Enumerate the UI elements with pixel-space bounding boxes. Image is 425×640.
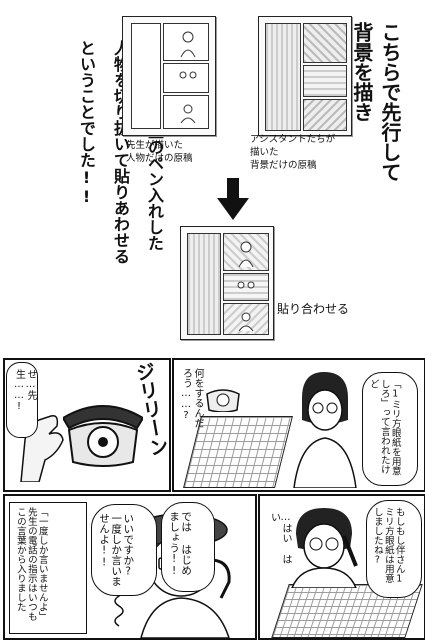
speech-sensei-1: では はじめましょう!! (168, 511, 193, 577)
narration-col-1: こちらで先行して (378, 22, 402, 182)
narration-col-2: 背景を描き (350, 22, 374, 122)
speech-bubble-sensei-2: いいですか? 一度しか言いませんよ!! (91, 504, 157, 596)
top-section: こちらで先行して 背景を描き 帰国後 先生のペン入れした 人物を切り抜いて貼りあ… (77, 16, 402, 340)
desk-phone-icon (206, 389, 240, 412)
manuscript-figures (122, 16, 216, 136)
assistant-figure-icon (293, 372, 357, 488)
left-caption: 先生が描いた 人物だけの原稿 (126, 140, 193, 164)
narration-sensei: 「一度しか言いませんよ」先生の電話の指示はいつもこの言葉から入りました (14, 507, 48, 621)
speech-bubble-desk-left: 何をするんだろう……? (178, 366, 226, 434)
speech-desk-left: 何をするんだろう……? (180, 368, 204, 428)
speech-bubble-sensei-call: せ…先生……! (6, 362, 38, 438)
speech-desk-right: 「1ミリ方眼紙を用意しろ」って言われたけど (367, 379, 401, 476)
narration-box-sensei: 「一度しか言いませんよ」先生の電話の指示はいつもこの言葉から入りました (9, 502, 87, 634)
panel-sensei: では はじめましょう!! いいですか? 一度しか言いませんよ!! 「一度しか言い… (3, 494, 257, 640)
speech-assistant-2: …はい はい (268, 512, 292, 564)
speech-sensei-call: せ…先生……! (13, 369, 37, 412)
assistant-phone-figure-icon (291, 508, 358, 588)
right-caption: アシスタントたちが 描いた 背景だけの原稿 (250, 134, 336, 171)
combined-figure-sketch-icon (237, 241, 255, 332)
speech-bubble-desk-right: 「1ミリ方眼紙を用意しろ」って言われたけど (362, 372, 418, 486)
down-arrow-icon (217, 178, 249, 220)
speech-bubble-sensei-1: では はじめましょう!! (161, 502, 215, 592)
panel-desk: 何をするんだろう……? 「1ミリ方眼紙を用意しろ」って言われたけど (172, 358, 425, 492)
speech-bubble-assistant-2: …はい はい (264, 510, 292, 570)
figure-sketch-icon (179, 31, 197, 124)
panel-assistant: もしもし伴さん1ミリ方眼紙は用意しましたね? …はい はい (258, 494, 425, 640)
speech-bubble-assistant-1: もしもし伴さん1ミリ方眼紙は用意しましたね? (366, 500, 422, 598)
speech-sensei-2: いいですか? 一度しか言いませんよ!! (98, 513, 135, 587)
telephone-icon (63, 405, 143, 467)
narration-col-5: ということでした!! (77, 40, 96, 206)
bottom-caption: 貼り合わせる (277, 302, 350, 316)
speech-assistant-1: もしもし伴さん1ミリ方眼紙は用意しましたね? (371, 507, 405, 585)
manuscript-combined (180, 226, 274, 340)
manuscript-backgrounds (258, 16, 352, 136)
